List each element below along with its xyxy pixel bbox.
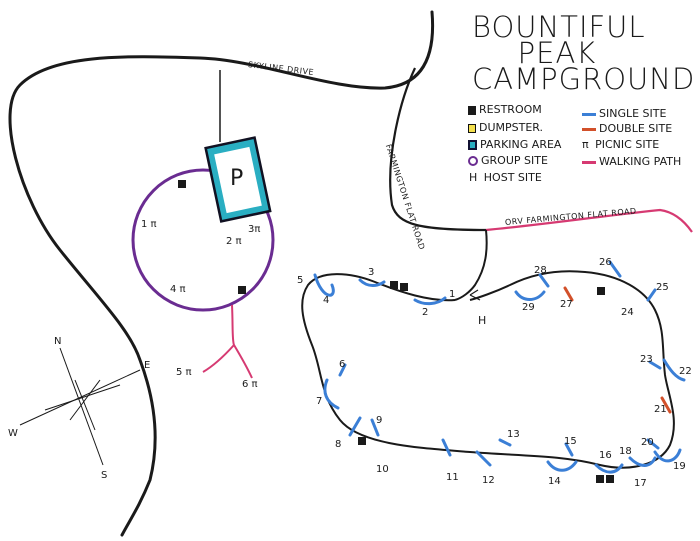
parking-area — [204, 136, 272, 223]
legend-host: H HOST SITE — [469, 171, 542, 184]
legend-walking: WALKING PATH — [582, 156, 681, 168]
site-number: 14 — [548, 476, 561, 487]
group-site-circle — [131, 168, 275, 312]
legend-picnic: π PICNIC SITE — [582, 138, 660, 151]
restroom-icon — [468, 105, 476, 115]
site-number: 11 — [446, 472, 459, 483]
site-number: 9 — [376, 415, 383, 426]
parking-icon — [468, 140, 477, 150]
site-number: 19 — [673, 461, 686, 472]
single-site-icon — [582, 112, 596, 116]
restroom-marker — [400, 283, 408, 291]
site-number: 13 — [507, 429, 520, 440]
title-line-3: CAMPGROUND — [472, 62, 696, 96]
site-number: 29 — [522, 302, 535, 313]
legend-dumpster: DUMPSTER. — [468, 122, 543, 134]
site-number: 26 — [599, 257, 612, 268]
host-arrow — [469, 289, 481, 301]
picnic-site-1: 1 π — [141, 219, 157, 230]
site-number: 10 — [376, 464, 389, 475]
site-number: 23 — [640, 354, 653, 365]
picnic-site-6: 6 π — [242, 379, 258, 390]
site-number: 24 — [621, 307, 634, 318]
single-site-spurs — [313, 260, 686, 474]
legend-single: SINGLE SITE — [582, 108, 666, 120]
compass-south: S — [101, 470, 108, 481]
site-number: 1 — [449, 289, 456, 300]
picnic-table-icon: π — [582, 138, 589, 151]
orv-road — [485, 208, 693, 233]
walking-path — [202, 304, 253, 379]
host-icon: H — [469, 171, 478, 184]
farmington-flat-road — [389, 67, 487, 232]
picnic-site-5: 5 π — [176, 367, 192, 378]
compass-rose — [19, 347, 141, 466]
site-number: 3 — [368, 267, 375, 278]
site-number: 16 — [599, 450, 612, 461]
site-number: 12 — [482, 475, 495, 486]
site-number: 4 — [323, 295, 330, 306]
site-number: 7 — [316, 396, 323, 407]
site-number: 28 — [534, 265, 547, 276]
site-number: 17 — [634, 478, 647, 489]
restroom-marker — [390, 281, 398, 289]
skyline-drive-road — [8, 10, 435, 537]
double-site-spurs — [563, 286, 672, 414]
restroom-marker — [596, 475, 604, 483]
site-number: 25 — [656, 282, 669, 293]
site-number: 20 — [641, 437, 654, 448]
picnic-site-3: 3π — [248, 224, 261, 235]
compass-east: E — [144, 360, 151, 371]
title-line-1: BOUNTIFUL — [472, 10, 646, 44]
title-line-2: PEAK — [517, 36, 597, 70]
restroom-marker — [178, 180, 186, 188]
restroom-marker — [358, 437, 366, 445]
compass-north: N — [54, 336, 62, 347]
restroom-marker — [597, 287, 605, 295]
group-site-icon — [468, 156, 478, 166]
picnic-site-4: 4 π — [170, 284, 186, 295]
legend-restroom: RESTROOM — [468, 104, 542, 116]
site-number: 8 — [335, 439, 342, 450]
legend-group: GROUP SITE — [468, 155, 548, 167]
site-number: 21 — [654, 404, 667, 415]
walking-path-icon — [582, 160, 596, 164]
site-number: 6 — [339, 359, 346, 370]
legend-parking: PARKING AREA — [468, 139, 561, 151]
picnic-site-2: 2 π — [226, 236, 242, 247]
legend-double: DOUBLE SITE — [582, 123, 672, 135]
site-number: 5 — [297, 275, 304, 286]
site-number: 2 — [422, 307, 429, 318]
site-number: 22 — [679, 366, 692, 377]
campground-loop-road — [301, 270, 675, 469]
restroom-marker — [238, 286, 246, 294]
dumpster-icon — [468, 123, 476, 133]
compass-west: W — [8, 428, 18, 439]
site-number: 15 — [564, 436, 577, 447]
site-number: 27 — [560, 299, 573, 310]
loop-entry-road — [454, 229, 488, 301]
host-site-label: H — [478, 314, 487, 327]
site-number: 18 — [619, 446, 632, 457]
restroom-marker — [606, 475, 614, 483]
double-site-icon — [582, 127, 596, 131]
parking-label: P — [230, 166, 244, 191]
